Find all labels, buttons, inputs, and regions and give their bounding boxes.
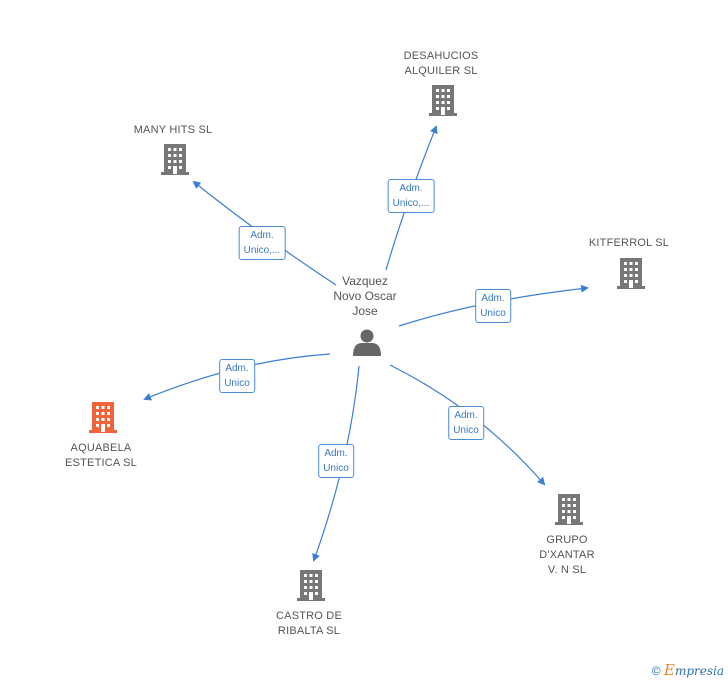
role-label-desahucios[interactable]: Adm. Unico,... (387, 179, 435, 213)
company-label-kitferrol[interactable]: KITFERROL SL (588, 237, 670, 249)
building-icon-manyhits[interactable] (161, 144, 189, 175)
role-label-grupo[interactable]: Adm. Unico (448, 406, 484, 440)
person-icon[interactable] (353, 329, 381, 357)
building-icon-desahucios[interactable] (429, 85, 457, 116)
role-label-castro[interactable]: Adm. Unico (318, 444, 354, 478)
copyright-icon: © (651, 664, 661, 678)
building-icon-castro[interactable] (297, 570, 325, 601)
empresia-watermark[interactable]: © Empresia (652, 661, 724, 679)
company-label-grupo[interactable]: GRUPO D'XANTAR V. N SL (539, 534, 595, 576)
company-label-desahucios[interactable]: DESAHUCIOS ALQUILER SL (403, 50, 479, 77)
company-label-manyhits[interactable]: MANY HITS SL (133, 124, 213, 136)
person-name-label[interactable]: Vazquez Novo Oscar Jose (333, 274, 397, 318)
company-label-castro[interactable]: CASTRO DE RIBALTA SL (276, 610, 342, 637)
role-label-kitferrol[interactable]: Adm. Unico (475, 289, 511, 323)
empresia-logo-text: mpresia (674, 664, 724, 678)
role-label-manyhits[interactable]: Adm. Unico,... (238, 226, 286, 260)
company-label-aquabela[interactable]: AQUABELA ESTETICA SL (65, 442, 137, 469)
role-label-aquabela[interactable]: Adm. Unico (219, 359, 255, 393)
empresia-logo-initial: E (663, 661, 675, 679)
building-icon-aquabela[interactable] (89, 402, 117, 433)
building-icon-grupo[interactable] (555, 494, 583, 525)
building-icon-kitferrol[interactable] (617, 258, 645, 289)
